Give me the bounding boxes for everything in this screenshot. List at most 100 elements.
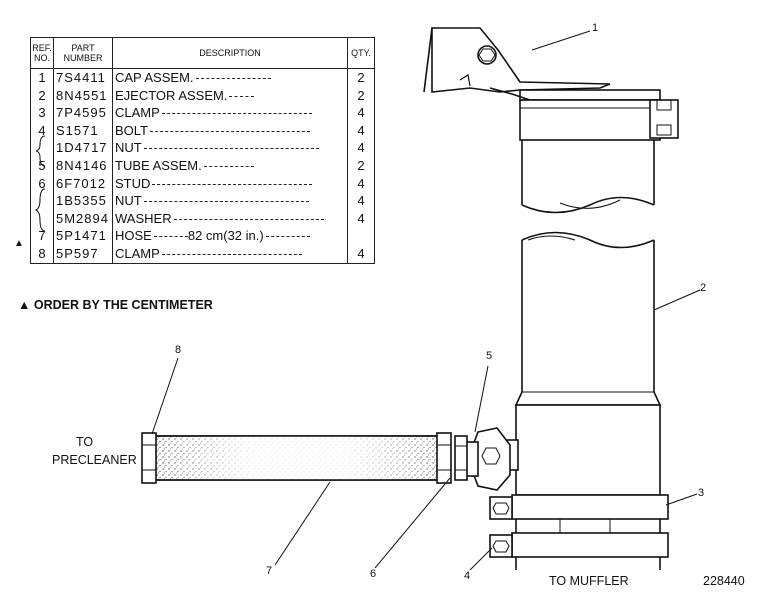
leader-dashes [173, 218, 324, 220]
header-qty: QTY. [347, 37, 375, 69]
description: TUBE ASSEM. [112, 156, 348, 175]
upper-tube [521, 140, 655, 214]
cap-assembly [423, 27, 679, 141]
quantity-text: 4 [357, 122, 365, 138]
quantity-text: 2 [357, 158, 365, 174]
quantity-text: 4 [357, 210, 365, 226]
part-number: 8N4551 [53, 86, 113, 105]
leader-dashes [153, 236, 188, 238]
ref-number-text: 4 [38, 122, 46, 138]
description: BOLT [112, 121, 348, 140]
leader-dashes [203, 166, 254, 168]
description: CLAMP [112, 244, 348, 264]
centimeter-marker-icon: ▲ [14, 238, 24, 249]
leader-dashes [161, 113, 312, 115]
part-number: 1D4717 [53, 139, 113, 157]
to-precleaner-label-line2: PRECLEANER [52, 453, 137, 467]
quantity [347, 227, 375, 245]
quantity-text: 4 [357, 175, 365, 191]
quantity: 2 [347, 86, 375, 105]
ref-number-text: 6 [38, 175, 46, 191]
quantity: 4 [347, 104, 375, 122]
tube-assembly [454, 427, 519, 491]
description-text: BOLT [115, 122, 148, 138]
header-ref: REF. NO. [30, 37, 54, 69]
description: NUT [112, 139, 348, 157]
table-row: 6 6F7012 STUD 4 [30, 174, 375, 193]
ref-number-text: 3 [38, 105, 46, 121]
ref-number-text: 8 [38, 245, 46, 261]
description: HOSE 82 cm(32 in.) [112, 227, 348, 245]
figure-number: 228440 [703, 574, 745, 588]
part-number-text: 1D4717 [56, 140, 108, 156]
table-row: 5 8N4146 TUBE ASSEM. 2 [30, 156, 375, 175]
ref-number-text: 1 [38, 70, 46, 86]
description-text: TUBE ASSEM. [115, 158, 202, 174]
description-text: STUD [115, 175, 151, 191]
table-row: 4 S1571 BOLT 4 [30, 121, 375, 140]
description-text: NUT [115, 193, 142, 209]
description: CLAMP [112, 104, 348, 122]
description-length: 82 cm(32 in.) [187, 228, 264, 244]
leader-dashes [195, 78, 271, 80]
quantity: 2 [347, 68, 375, 87]
callout-2: 2 [700, 282, 707, 294]
description-text: WASHER [115, 210, 172, 226]
quantity-text: 2 [357, 70, 365, 86]
quantity: 4 [347, 209, 375, 228]
header-desc: DESCRIPTION [112, 37, 348, 69]
description-text: HOSE [115, 228, 152, 244]
quantity: 4 [347, 174, 375, 193]
description-text: CAP ASSEM. [115, 70, 194, 86]
note-text: ORDER BY THE CENTIMETER [33, 298, 213, 312]
part-number: 5M2894 [53, 209, 113, 228]
hose [141, 432, 452, 484]
part-number: 7P4595 [53, 104, 113, 122]
part-number-text: S1571 [56, 122, 99, 138]
callout-4: 4 [464, 570, 471, 582]
part-number: 1B5355 [53, 192, 113, 210]
to-muffler-label: TO MUFFLER [549, 574, 629, 588]
description: EJECTOR ASSEM. [112, 86, 348, 105]
description-text: EJECTOR ASSEM. [115, 87, 228, 103]
ejector-body [514, 231, 662, 496]
description-text: NUT [115, 140, 142, 156]
table-row: 1 7S4411 CAP ASSEM. 2 [30, 68, 375, 87]
quantity-text: 4 [357, 140, 365, 156]
note-marker-icon: ▲ [18, 298, 34, 312]
header-part: PART NUMBER [53, 37, 113, 69]
description-text: CLAMP [115, 245, 160, 261]
part-number-text: 8N4146 [56, 158, 108, 174]
part-number: 6F7012 [53, 174, 113, 193]
callout-6: 6 [370, 568, 377, 580]
part-number-text: 8N4551 [56, 87, 108, 103]
leader-dashes [265, 236, 310, 238]
lower-clamps [489, 494, 669, 570]
note: ▲ ORDER BY THE CENTIMETER [18, 298, 213, 312]
table-row: 1B5355 NUT 4 [30, 192, 375, 210]
table-row: 1D4717 NUT 4 [30, 139, 375, 157]
part-number-text: 1B5355 [56, 193, 107, 209]
description-text: CLAMP [115, 105, 160, 121]
leader-dashes [143, 201, 309, 203]
part-number-text: 7S4411 [56, 70, 106, 86]
leader-dashes [150, 130, 310, 132]
to-precleaner-label-line1: TO [76, 435, 94, 449]
quantity: 2 [347, 156, 375, 175]
part-number: S1571 [53, 121, 113, 140]
callout-1: 1 [592, 22, 599, 34]
quantity-text: 4 [357, 193, 365, 209]
ref-number-text: 5 [38, 158, 46, 174]
table-header-row: REF. NO. PART NUMBER DESCRIPTION QTY. [30, 37, 375, 69]
callout-7: 7 [266, 565, 273, 577]
leader-lines [151, 30, 701, 571]
part-number-text: 6F7012 [56, 175, 107, 191]
part-number: 8N4146 [53, 156, 113, 175]
callout-3: 3 [698, 487, 705, 499]
